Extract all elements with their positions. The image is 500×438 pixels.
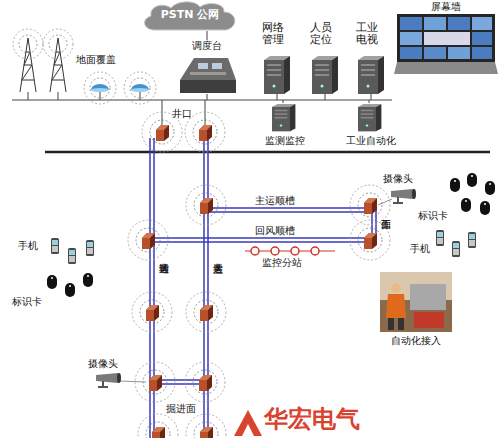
node-label: 自动化接入 <box>376 335 456 346</box>
radio-tower <box>13 29 73 92</box>
device-label: 摄像头 <box>383 173 413 184</box>
substation-label: 监控分站 <box>262 257 302 268</box>
roadway-label: 主运顺槽 <box>255 195 295 206</box>
server: 监测监控 <box>254 102 316 148</box>
screen-wall-image <box>394 14 498 74</box>
device-label: 标识卡 <box>418 210 448 221</box>
node-label: 工业电视 <box>356 22 380 46</box>
shaft-label: 井口 <box>172 108 192 119</box>
console-icon <box>180 58 236 93</box>
network-cloud: PSTN 公网 <box>140 0 240 31</box>
screen-wall: 屏幕墙 <box>393 1 498 76</box>
node-label: 网络管理 <box>262 22 286 46</box>
device-label: 手机 <box>18 240 38 251</box>
dispatch-console: 调度台 <box>176 40 238 96</box>
roadway-line <box>150 138 376 438</box>
network-link <box>207 31 208 40</box>
camera-icon <box>96 189 416 388</box>
node-label: 屏幕墙 <box>393 1 498 12</box>
access-point <box>84 72 156 104</box>
server: 工业自动化 <box>336 102 406 148</box>
node-label: 工业自动化 <box>336 135 406 146</box>
automation-access: 自动化接入 <box>376 272 456 350</box>
roadway-label: 回风顺槽 <box>255 225 295 236</box>
device-label: 摄像头 <box>88 358 118 369</box>
watermark-logo <box>234 410 262 436</box>
server: 人员定位 <box>306 22 342 96</box>
node-label: 监测监控 <box>254 135 316 146</box>
automation-photo <box>380 272 452 332</box>
coverage-label: 地面覆盖 <box>76 54 116 65</box>
face-label: 掘进面 <box>166 403 196 414</box>
device-label: 标识卡 <box>12 296 42 307</box>
server: 网络管理 <box>258 22 294 96</box>
surface-underground-divider <box>45 151 490 154</box>
base-station <box>128 112 390 438</box>
server: 工业电视 <box>352 22 388 96</box>
node-label: 调度台 <box>176 40 238 51</box>
monitoring-substation-chain <box>245 247 335 255</box>
node-label: PSTN 公网 <box>140 9 240 21</box>
watermark: 华宏电气 <box>264 406 360 432</box>
server-icon <box>264 56 384 131</box>
device-label: 手机 <box>410 243 430 254</box>
node-label: 人员定位 <box>310 22 334 46</box>
